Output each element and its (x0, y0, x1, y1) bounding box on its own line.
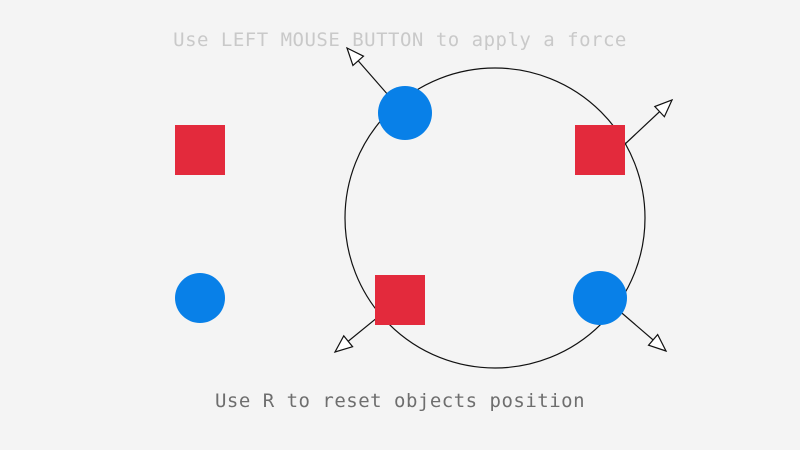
body-circle-top[interactable] (378, 86, 432, 140)
force-arrowhead-circle-top (345, 46, 365, 67)
hint-apply-force: Use LEFT MOUSE BUTTON to apply a force (173, 29, 627, 51)
force-arrowhead-square-center-bottom (333, 334, 354, 353)
body-circle-bottom-left[interactable] (175, 273, 225, 323)
force-arrowhead-circle-bottom-right (647, 333, 668, 353)
body-circle-bottom-right[interactable] (573, 271, 627, 325)
force-arrowhead-layer (333, 46, 674, 353)
force-arrowhead-square-right (653, 98, 674, 118)
physics-body-layer (175, 86, 627, 325)
hint-reset-objects: Use R to reset objects position (214, 390, 586, 412)
body-square-right[interactable] (575, 125, 625, 175)
constraint-circle (344, 67, 646, 369)
body-square-left[interactable] (175, 125, 225, 175)
body-square-center-bottom[interactable] (375, 275, 425, 325)
